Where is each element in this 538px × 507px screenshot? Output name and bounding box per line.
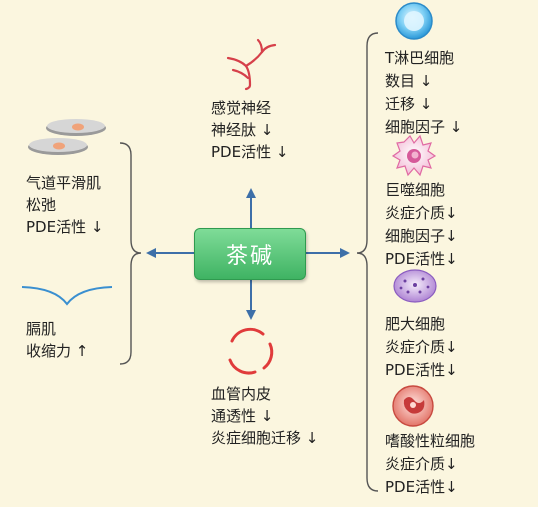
right-bracket	[356, 32, 379, 492]
vessel-icon	[228, 327, 274, 375]
mast-cell-label: 肥大细胞 炎症介质↓ PDE活性↓	[385, 315, 458, 379]
nerve-icon	[226, 38, 277, 91]
center-node-theophylline: 茶碱	[194, 228, 306, 280]
eosinophil-icon	[392, 385, 434, 427]
airway-muscle-label: 气道平滑肌 松弛 PDE活性 ↓	[26, 174, 104, 236]
diaphragm-icon	[21, 286, 113, 306]
endothelium-label: 血管内皮 通透性 ↓ 炎症细胞迁移 ↓	[211, 385, 319, 447]
diaphragm-label: 膈肌 收缩力 ↑	[26, 320, 89, 360]
t-cell-label: T淋巴细胞 数目 ↓ 迁移 ↓ 细胞因子 ↓	[385, 49, 463, 136]
macrophage-label: 巨噬细胞 炎症介质↓ 细胞因子↓ PDE活性↓	[385, 181, 458, 268]
t-cell-icon	[395, 2, 433, 40]
macrophage-icon	[391, 134, 437, 177]
mast-cell-icon	[393, 269, 437, 303]
center-label: 茶碱	[225, 244, 274, 269]
eosinophil-label: 嗜酸性粒细胞 炎症介质↓ PDE活性↓	[385, 432, 476, 496]
smooth-muscle-icon	[28, 119, 106, 155]
left-bracket	[119, 142, 142, 365]
sensory-nerve-label: 感觉神经 神经肽 ↓ PDE活性 ↓	[211, 99, 289, 161]
